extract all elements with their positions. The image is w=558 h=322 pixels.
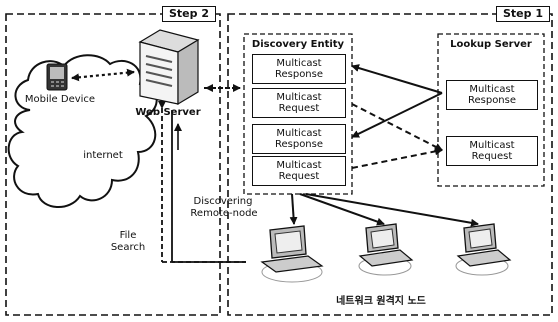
remote-node-1-icon bbox=[262, 226, 322, 282]
remote-node-3-icon bbox=[456, 224, 510, 275]
de-box2-line1: Multicast bbox=[276, 92, 321, 103]
ls-box1-line2: Response bbox=[468, 95, 516, 106]
ls-box2-line2: Request bbox=[469, 151, 514, 162]
request-arrow-1 bbox=[352, 104, 442, 150]
file-search-line2: Search bbox=[104, 242, 152, 253]
discover-arrow-3 bbox=[306, 194, 478, 224]
de-box3-line1: Multicast bbox=[275, 128, 323, 139]
ls-box2-line1: Multicast bbox=[469, 140, 514, 151]
web-server-label: Web Server bbox=[132, 107, 204, 118]
internet-cloud bbox=[9, 55, 157, 207]
de-box1-line1: Multicast bbox=[275, 58, 323, 69]
response-arrow-1 bbox=[352, 66, 442, 93]
remote-nodes-label: 네트워크 원격지 노드 bbox=[316, 296, 446, 307]
lookup-server-title: Lookup Server bbox=[440, 39, 542, 50]
response-arrow-2 bbox=[352, 93, 442, 137]
web-server-icon bbox=[140, 30, 198, 104]
ls-box1-line1: Multicast bbox=[468, 84, 516, 95]
mobile-device-label: Mobile Device bbox=[20, 94, 100, 105]
discovering-line1: Discovering bbox=[188, 196, 258, 207]
step2-tag: Step 2 bbox=[162, 6, 216, 22]
de-box3-line2: Response bbox=[275, 139, 323, 150]
request-arrow-2 bbox=[352, 150, 442, 168]
de-box2-line2: Request bbox=[276, 103, 321, 114]
file-search-line1: File bbox=[108, 230, 148, 241]
de-box4-line2: Request bbox=[276, 171, 321, 182]
internet-label: internet bbox=[78, 150, 128, 161]
discover-arrow-2 bbox=[300, 194, 384, 224]
discovery-entity-title: Discovery Entity bbox=[250, 39, 346, 50]
de-box1-line2: Response bbox=[275, 69, 323, 80]
step1-tag: Step 1 bbox=[496, 6, 550, 22]
discovering-line2: Remote-node bbox=[184, 208, 264, 219]
discover-arrow-1 bbox=[292, 194, 294, 224]
mobile-device-icon bbox=[47, 64, 67, 90]
de-box4-line1: Multicast bbox=[276, 160, 321, 171]
remote-node-2-icon bbox=[359, 224, 412, 275]
